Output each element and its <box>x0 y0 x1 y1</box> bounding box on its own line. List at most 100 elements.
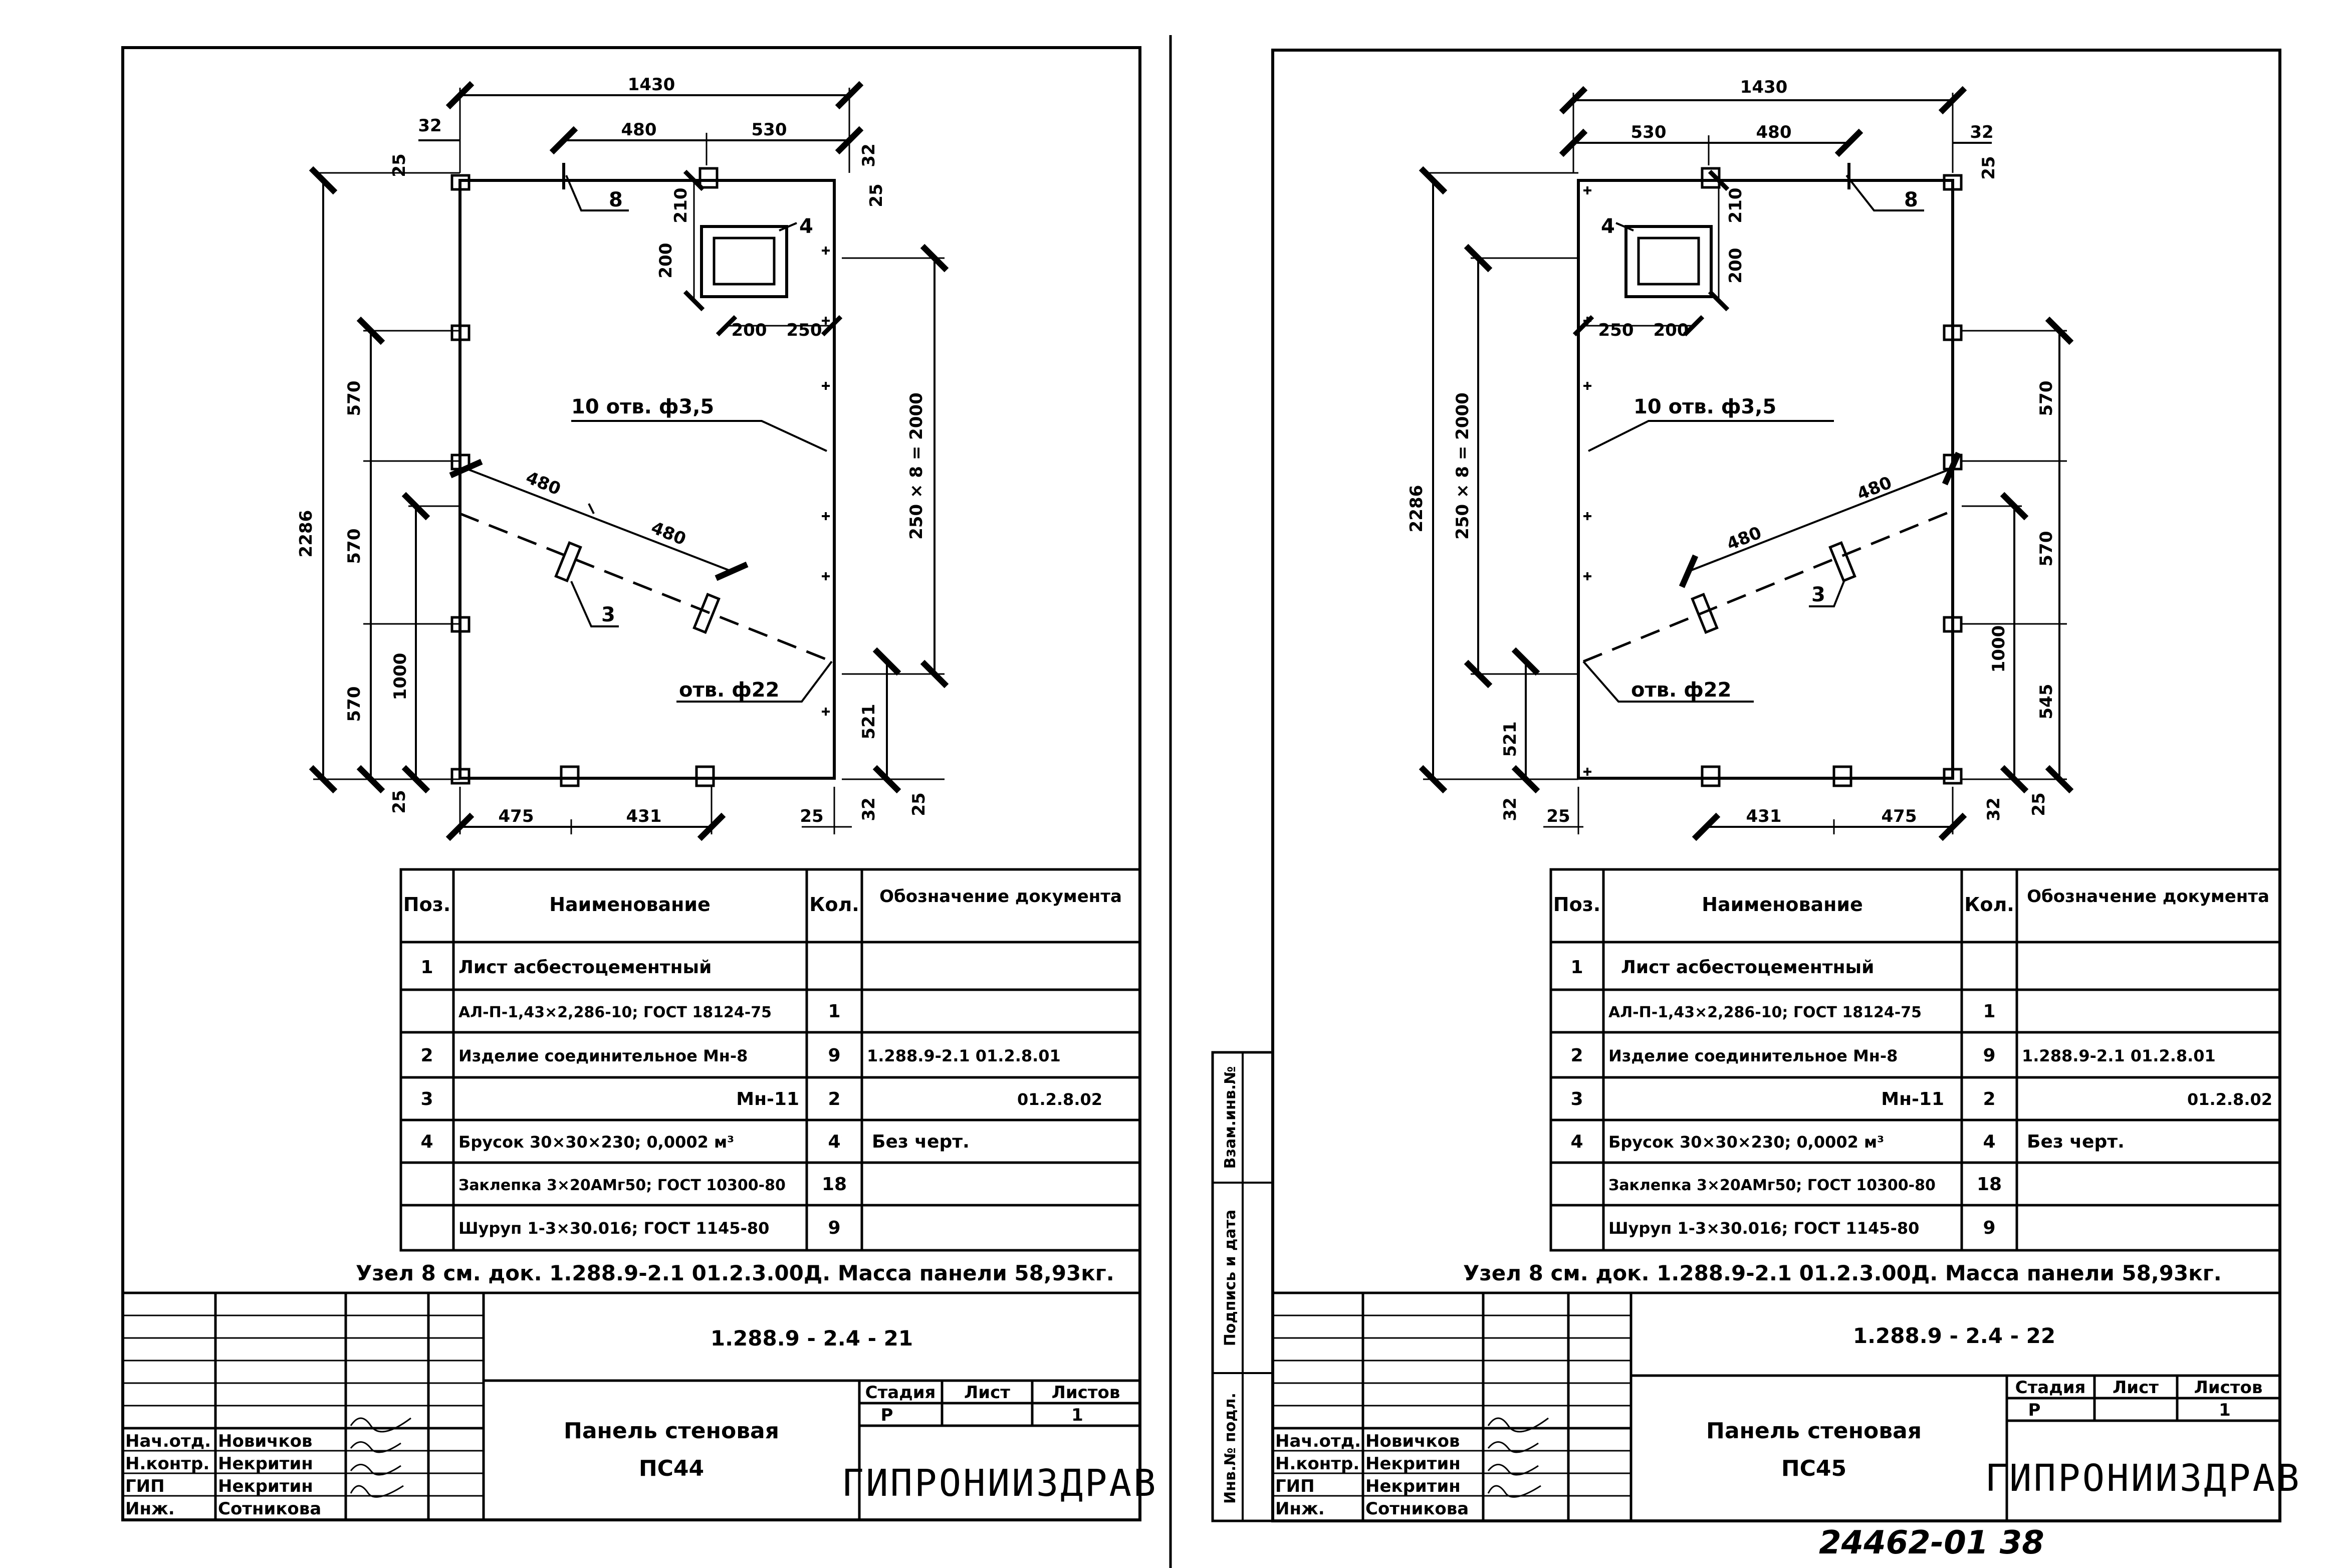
dim-570: 570 <box>344 687 364 722</box>
table-cell: 2 <box>420 1045 433 1066</box>
dim-1000: 1000 <box>390 653 410 701</box>
sheet-frame-left <box>121 46 1141 1521</box>
table-cell: 2 <box>1570 1045 1583 1066</box>
spec-table-right <box>1549 868 2281 1252</box>
callout-holes-small: 10 отв. ф3,5 <box>1634 395 1776 418</box>
stage-value: Р <box>881 1405 893 1425</box>
title-block-right <box>1273 1291 2280 1521</box>
leader-3 <box>570 581 619 627</box>
leader-hole-22 <box>1582 660 1754 703</box>
small-holes-left <box>822 247 830 716</box>
dim-545: 545 <box>2036 684 2056 720</box>
connector <box>1943 616 1963 633</box>
connector <box>560 765 580 787</box>
stamp-role: Инж. <box>1275 1499 1325 1519</box>
small-holes-right <box>1583 186 1591 776</box>
diag-dim-line <box>449 459 749 581</box>
connector <box>1701 765 1721 787</box>
sheets-value: 1 <box>1071 1405 1083 1425</box>
bar-3 <box>692 592 721 634</box>
table-cell: Мн-11 <box>1881 1089 1944 1109</box>
table-cell: Лист асбестоцементный <box>458 957 712 978</box>
callout-8: 8 <box>1904 188 1918 211</box>
dim-200-v: 200 <box>1726 248 1746 284</box>
table-cell: Заклепка 3×20АМг50; ГОСТ 10300-80 <box>1608 1177 1936 1194</box>
text-right: 1430 530 480 32 25 2286 250 × 8 = 2000 2… <box>1222 77 2301 1561</box>
side-stamp-vzam: Взам.инв.№ <box>1222 1066 1239 1169</box>
table-cell: 1 <box>1983 1001 1995 1022</box>
table-cell: 4 <box>828 1132 840 1152</box>
leader-4 <box>1615 222 1634 232</box>
table-header: Наименование <box>1702 893 1863 916</box>
callout-hole-22: отв. ф22 <box>679 679 779 702</box>
connector <box>1943 324 1963 341</box>
callout-3: 3 <box>601 603 615 626</box>
table-cell: 2 <box>1983 1089 1995 1109</box>
connector <box>698 167 719 189</box>
document-code: 1.288.9 - 2.4 - 21 <box>711 1326 913 1351</box>
table-header: Поз. <box>1553 893 1600 916</box>
panel-mark: ПС44 <box>639 1456 704 1481</box>
leader-hole-22 <box>676 660 833 703</box>
page-number: 24462-01 38 <box>1819 1524 2044 1561</box>
table-cell: 18 <box>1977 1174 2002 1195</box>
callout-8: 8 <box>609 188 623 211</box>
table-cell: 9 <box>828 1218 840 1238</box>
organization-name: ГИПРОНИИЗДРАВ <box>841 1462 1157 1505</box>
dim-431: 431 <box>626 806 662 826</box>
connector <box>695 765 715 787</box>
stamp-name: Новичков <box>1365 1431 1460 1451</box>
sheet-header: Лист <box>964 1383 1010 1403</box>
table-cell: 9 <box>1983 1218 1995 1238</box>
signatures-right <box>1487 1417 1549 1498</box>
table-cell: 01.2.8.02 <box>2187 1090 2272 1109</box>
dim-right-top-25: 25 <box>1979 156 1999 179</box>
callout-hole-22: отв. ф22 <box>1631 679 1731 702</box>
dim-top-offset: 25 <box>389 153 409 177</box>
stamp-role: Н.контр. <box>1275 1454 1359 1474</box>
dim-spacing-480: 480 <box>621 120 657 140</box>
table-cell: 2 <box>828 1089 840 1109</box>
stamp-name: Некритин <box>218 1454 313 1474</box>
stage-value: Р <box>2028 1400 2041 1420</box>
panel-title: Панель стеновая <box>564 1418 779 1444</box>
note-left: Узел 8 см. док. 1.288.9-2.1 01.2.3.00Д. … <box>356 1261 1114 1285</box>
dim-250: 250 <box>1598 320 1634 340</box>
stamp-name: Некритин <box>1365 1476 1461 1496</box>
dim-210: 210 <box>671 188 691 223</box>
diag-dim-tick <box>588 503 595 514</box>
dim-570: 570 <box>2036 531 2056 567</box>
text-left: 1430 32 480 530 32 25 2286 570 570 570 1… <box>125 75 1157 1519</box>
dim-210: 210 <box>1726 188 1746 223</box>
panel-mark: ПС45 <box>1781 1456 1846 1481</box>
table-cell: 18 <box>822 1174 847 1195</box>
leader-8 <box>1845 174 1924 211</box>
organization-name: ГИПРОНИИЗДРАВ <box>1985 1457 2301 1500</box>
table-cell: 1.288.9-2.1 01.2.8.01 <box>2022 1046 2216 1065</box>
stamp-name: Сотникова <box>218 1499 321 1519</box>
dim-431: 431 <box>1746 806 1782 826</box>
stamp-name: Новичков <box>218 1431 312 1451</box>
diagonal-dashed <box>459 512 832 663</box>
sheets-header: Листов <box>2194 1378 2263 1398</box>
table-cell: Шуруп 1-3×30.016; ГОСТ 1145-80 <box>1608 1219 1919 1238</box>
stamp-name: Некритин <box>218 1476 313 1496</box>
dim-overall-height: 2286 <box>1407 485 1427 533</box>
stage-header: Стадия <box>865 1383 936 1403</box>
sheet-header: Лист <box>2113 1378 2159 1398</box>
stamp-role: Инж. <box>125 1499 175 1519</box>
table-cell: Лист асбестоцементный <box>1621 957 1874 978</box>
table-cell: 01.2.8.02 <box>1017 1090 1102 1109</box>
dim-1000: 1000 <box>1989 625 2009 673</box>
dim-bottom-25: 25 <box>389 790 409 813</box>
dim-bottom-25: 25 <box>800 806 823 826</box>
table-cell: 4 <box>420 1132 433 1152</box>
connector <box>450 174 471 191</box>
dim-overall-width: 1430 <box>628 75 675 95</box>
dim-250: 250 <box>787 320 822 340</box>
dim-overall-height: 2286 <box>296 510 316 558</box>
side-stamp-inv: Инв.№ подл. <box>1222 1393 1239 1504</box>
bar-3 <box>554 541 582 583</box>
connector <box>1943 768 1963 785</box>
leader-holes <box>571 420 827 452</box>
